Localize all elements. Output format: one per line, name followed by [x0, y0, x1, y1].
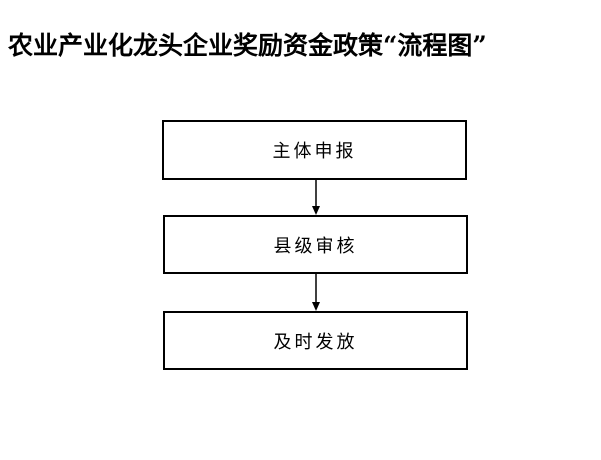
arrow-step2-to-step3	[312, 274, 320, 311]
flow-step-label: 主体申报	[272, 141, 357, 162]
flow-step-label: 县级审核	[273, 235, 358, 257]
page-title: 农业产业化龙头企业奖励资金政策“流程图”	[8, 31, 487, 60]
arrow-head-icon	[312, 206, 320, 215]
flow-step-label: 及时发放	[273, 331, 358, 353]
flow-step-county-review: 县级审核	[163, 215, 468, 274]
arrow-step1-to-step2	[312, 180, 320, 215]
arrow-head-icon	[312, 302, 320, 311]
flow-step-timely-disbursement: 及时发放	[163, 311, 468, 370]
flow-step-subject-application: 主体申报	[162, 120, 467, 180]
